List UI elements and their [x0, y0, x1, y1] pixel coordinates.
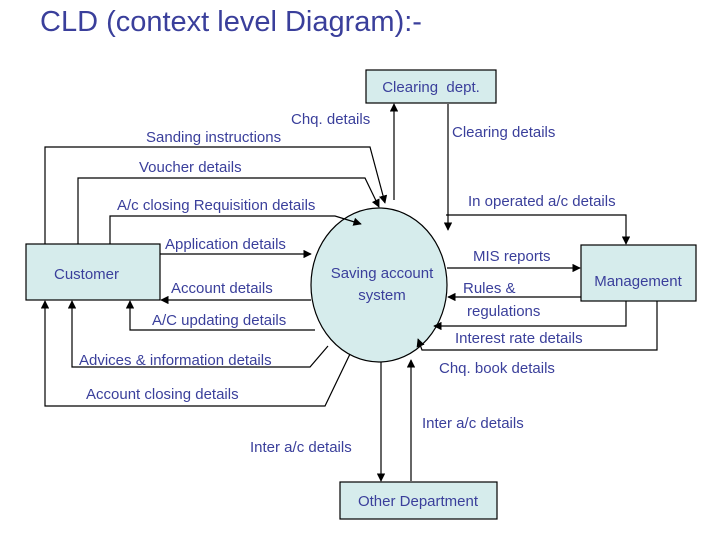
chq-book-label: Chq. book details [439, 360, 555, 377]
other-department-entity: Other Department [339, 481, 498, 520]
mis-reports-label: MIS reports [473, 248, 551, 265]
process-label-line2: system [358, 287, 406, 304]
process-label-line1: Saving account [331, 265, 434, 282]
chq-book-arrow [416, 301, 658, 351]
other-department-label: Other Department [358, 493, 479, 510]
sanding-instructions-label: Sanding instructions [146, 129, 281, 146]
management-entity: Management [580, 244, 697, 302]
ac-updating-details-arrow [125, 300, 315, 331]
advices-information-label: Advices & information details [79, 352, 272, 369]
sanding-instructions-arrow [44, 146, 388, 244]
customer-entity: Customer [25, 243, 161, 301]
inoperated-ac-arrow [446, 214, 631, 245]
saving-account-process: Saving account system [310, 207, 448, 363]
account-details-label: Account details [171, 280, 273, 297]
application-details-label: Application details [165, 236, 286, 253]
chq-details-label: Chq. details [291, 111, 370, 128]
rules-label-line2: regulations [467, 303, 540, 320]
interest-rate-label: Interest rate details [455, 330, 583, 347]
ac-closing-requisition-arrow [109, 215, 362, 244]
page-title: CLD (context level Diagram):- [40, 6, 422, 38]
voucher-details-arrow [77, 177, 380, 244]
inter-ac-in-label: Inter a/c details [422, 415, 524, 432]
clearing-details-label: Clearing details [452, 124, 555, 141]
management-label: Management [594, 273, 682, 290]
inter-ac-out-label: Inter a/c details [250, 439, 352, 456]
account-closing-label: Account closing details [86, 386, 239, 403]
customer-label: Customer [54, 266, 119, 283]
clearing-dept-label: Clearing dept. [382, 79, 480, 96]
rules-label-line1: Rules & [463, 280, 516, 297]
inoperated-ac-label: In operated a/c details [468, 193, 616, 210]
voucher-details-label: Voucher details [139, 159, 242, 176]
account-closing-arrow [40, 300, 351, 407]
advices-information-arrow [67, 300, 329, 368]
ac-updating-label: A/C updating details [152, 312, 286, 329]
clearing-dept-entity: Clearing dept. [365, 69, 497, 104]
ac-closing-requisition-label: A/c closing Requisition details [117, 197, 315, 214]
interest-rate-arrow [433, 301, 627, 331]
